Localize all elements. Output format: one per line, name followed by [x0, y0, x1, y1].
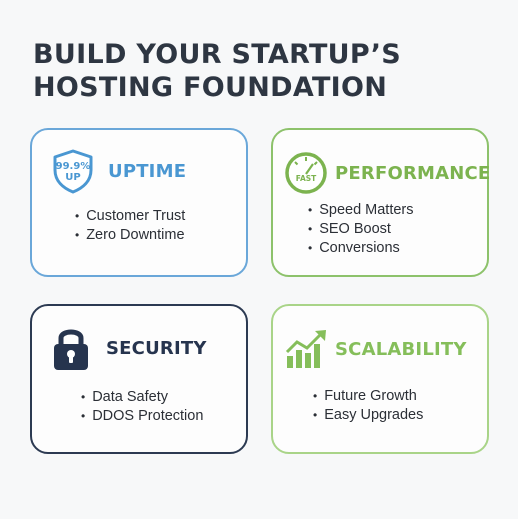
list-item: Speed Matters — [308, 201, 413, 220]
scalability-card-header: SCALABILITY — [285, 328, 467, 370]
speedometer-icon: FAST — [285, 152, 327, 194]
list-item: Data Safety — [81, 388, 203, 407]
performance-card: FAST PERFORMANCE Speed Matters SEO Boost… — [271, 128, 490, 277]
security-list: Data Safety DDOS Protection — [81, 388, 203, 426]
scalability-list: Future Growth Easy Upgrades — [313, 387, 423, 425]
svg-text:FAST: FAST — [296, 174, 317, 183]
list-item: Conversions — [308, 239, 414, 258]
title-line-1: BUILD YOUR STARTUP’S — [33, 39, 402, 70]
list-item: Easy Upgrades — [313, 406, 423, 425]
performance-list: Speed Matters SEO Boost Conversions — [308, 201, 414, 258]
list-item: Customer Trust — [75, 207, 185, 226]
svg-text:99.9%: 99.9% — [56, 161, 91, 172]
uptime-card: 99.9% UP UPTIME Customer Trust Zero Down… — [30, 128, 248, 277]
list-item: Zero Downtime — [75, 226, 185, 245]
security-card-header: SECURITY — [50, 324, 207, 372]
security-card: SECURITY Data Safety DDOS Protection — [30, 304, 248, 454]
svg-text:UP: UP — [65, 172, 80, 183]
performance-label: PERFORMANCE — [335, 162, 491, 184]
uptime-list: Customer Trust Zero Downtime — [75, 207, 185, 245]
security-label: SECURITY — [106, 337, 207, 359]
list-item: DDOS Protection — [81, 407, 203, 426]
lock-icon — [54, 329, 88, 370]
shield-icon: 99.9% UP — [53, 149, 93, 194]
scalability-label: SCALABILITY — [335, 338, 467, 360]
performance-card-header: FAST PERFORMANCE — [283, 150, 490, 196]
growth-chart-icon — [285, 330, 326, 368]
uptime-label: UPTIME — [108, 160, 187, 182]
title-line-2: HOSTING FOUNDATION — [33, 72, 388, 103]
uptime-card-header: 99.9% UP UPTIME — [50, 148, 186, 194]
list-item: Future Growth — [313, 387, 423, 406]
page-title: BUILD YOUR STARTUP’S HOSTING FOUNDATION — [33, 38, 401, 104]
scalability-card: SCALABILITY Future Growth Easy Upgrades — [271, 304, 489, 454]
list-item: SEO Boost — [308, 220, 414, 239]
